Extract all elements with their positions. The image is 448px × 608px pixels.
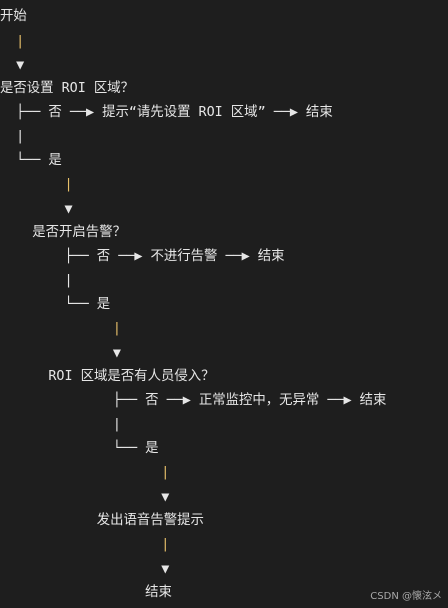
flow-line-pipe: | (0, 34, 25, 49)
flow-line-pipe: | (0, 273, 73, 288)
flow-line-arrow: ▼ (0, 58, 25, 73)
flow-line-pipe: | (0, 129, 25, 144)
flow-line-branch-no: ├── 否 ──▶ 提示“请先设置 ROI 区域” ──▶ 结束 (0, 105, 333, 120)
flow-line-arrow: ▼ (0, 562, 170, 577)
flow-line-pipe: | (0, 465, 170, 480)
flow-line-branch-no: ├── 否 ──▶ 不进行告警 ──▶ 结束 (0, 249, 285, 264)
flow-line-decision-alarm: 是否开启告警？ (0, 225, 126, 240)
flow-line-branch-yes: └── 是 (0, 153, 62, 168)
flow-line-branch-yes: └── 是 (0, 441, 159, 456)
flow-line-pipe: | (0, 177, 73, 192)
flow-line-arrow: ▼ (0, 346, 121, 361)
flow-line-pipe: | (0, 537, 170, 552)
flow-line-decision-intrusion: ROI 区域是否有人员侵入？ (0, 369, 215, 384)
flow-line-pipe: | (0, 321, 121, 336)
flow-line-arrow: ▼ (0, 490, 170, 505)
flow-line-start: 开始 (0, 9, 27, 24)
flow-line-pipe: | (0, 417, 121, 432)
flow-line-decision-roi-set: 是否设置 ROI 区域？ (0, 81, 135, 96)
flow-line-end: 结束 (0, 585, 172, 600)
flow-line-branch-yes: └── 是 (0, 297, 111, 312)
flow-line-branch-no: ├── 否 ──▶ 正常监控中，无异常 ──▶ 结束 (0, 393, 387, 408)
flow-line-action-voice-alarm: 发出语音告警提示 (0, 513, 204, 528)
flow-line-arrow: ▼ (0, 202, 73, 217)
csdn-watermark: CSDN @懐泫メ (370, 591, 442, 602)
